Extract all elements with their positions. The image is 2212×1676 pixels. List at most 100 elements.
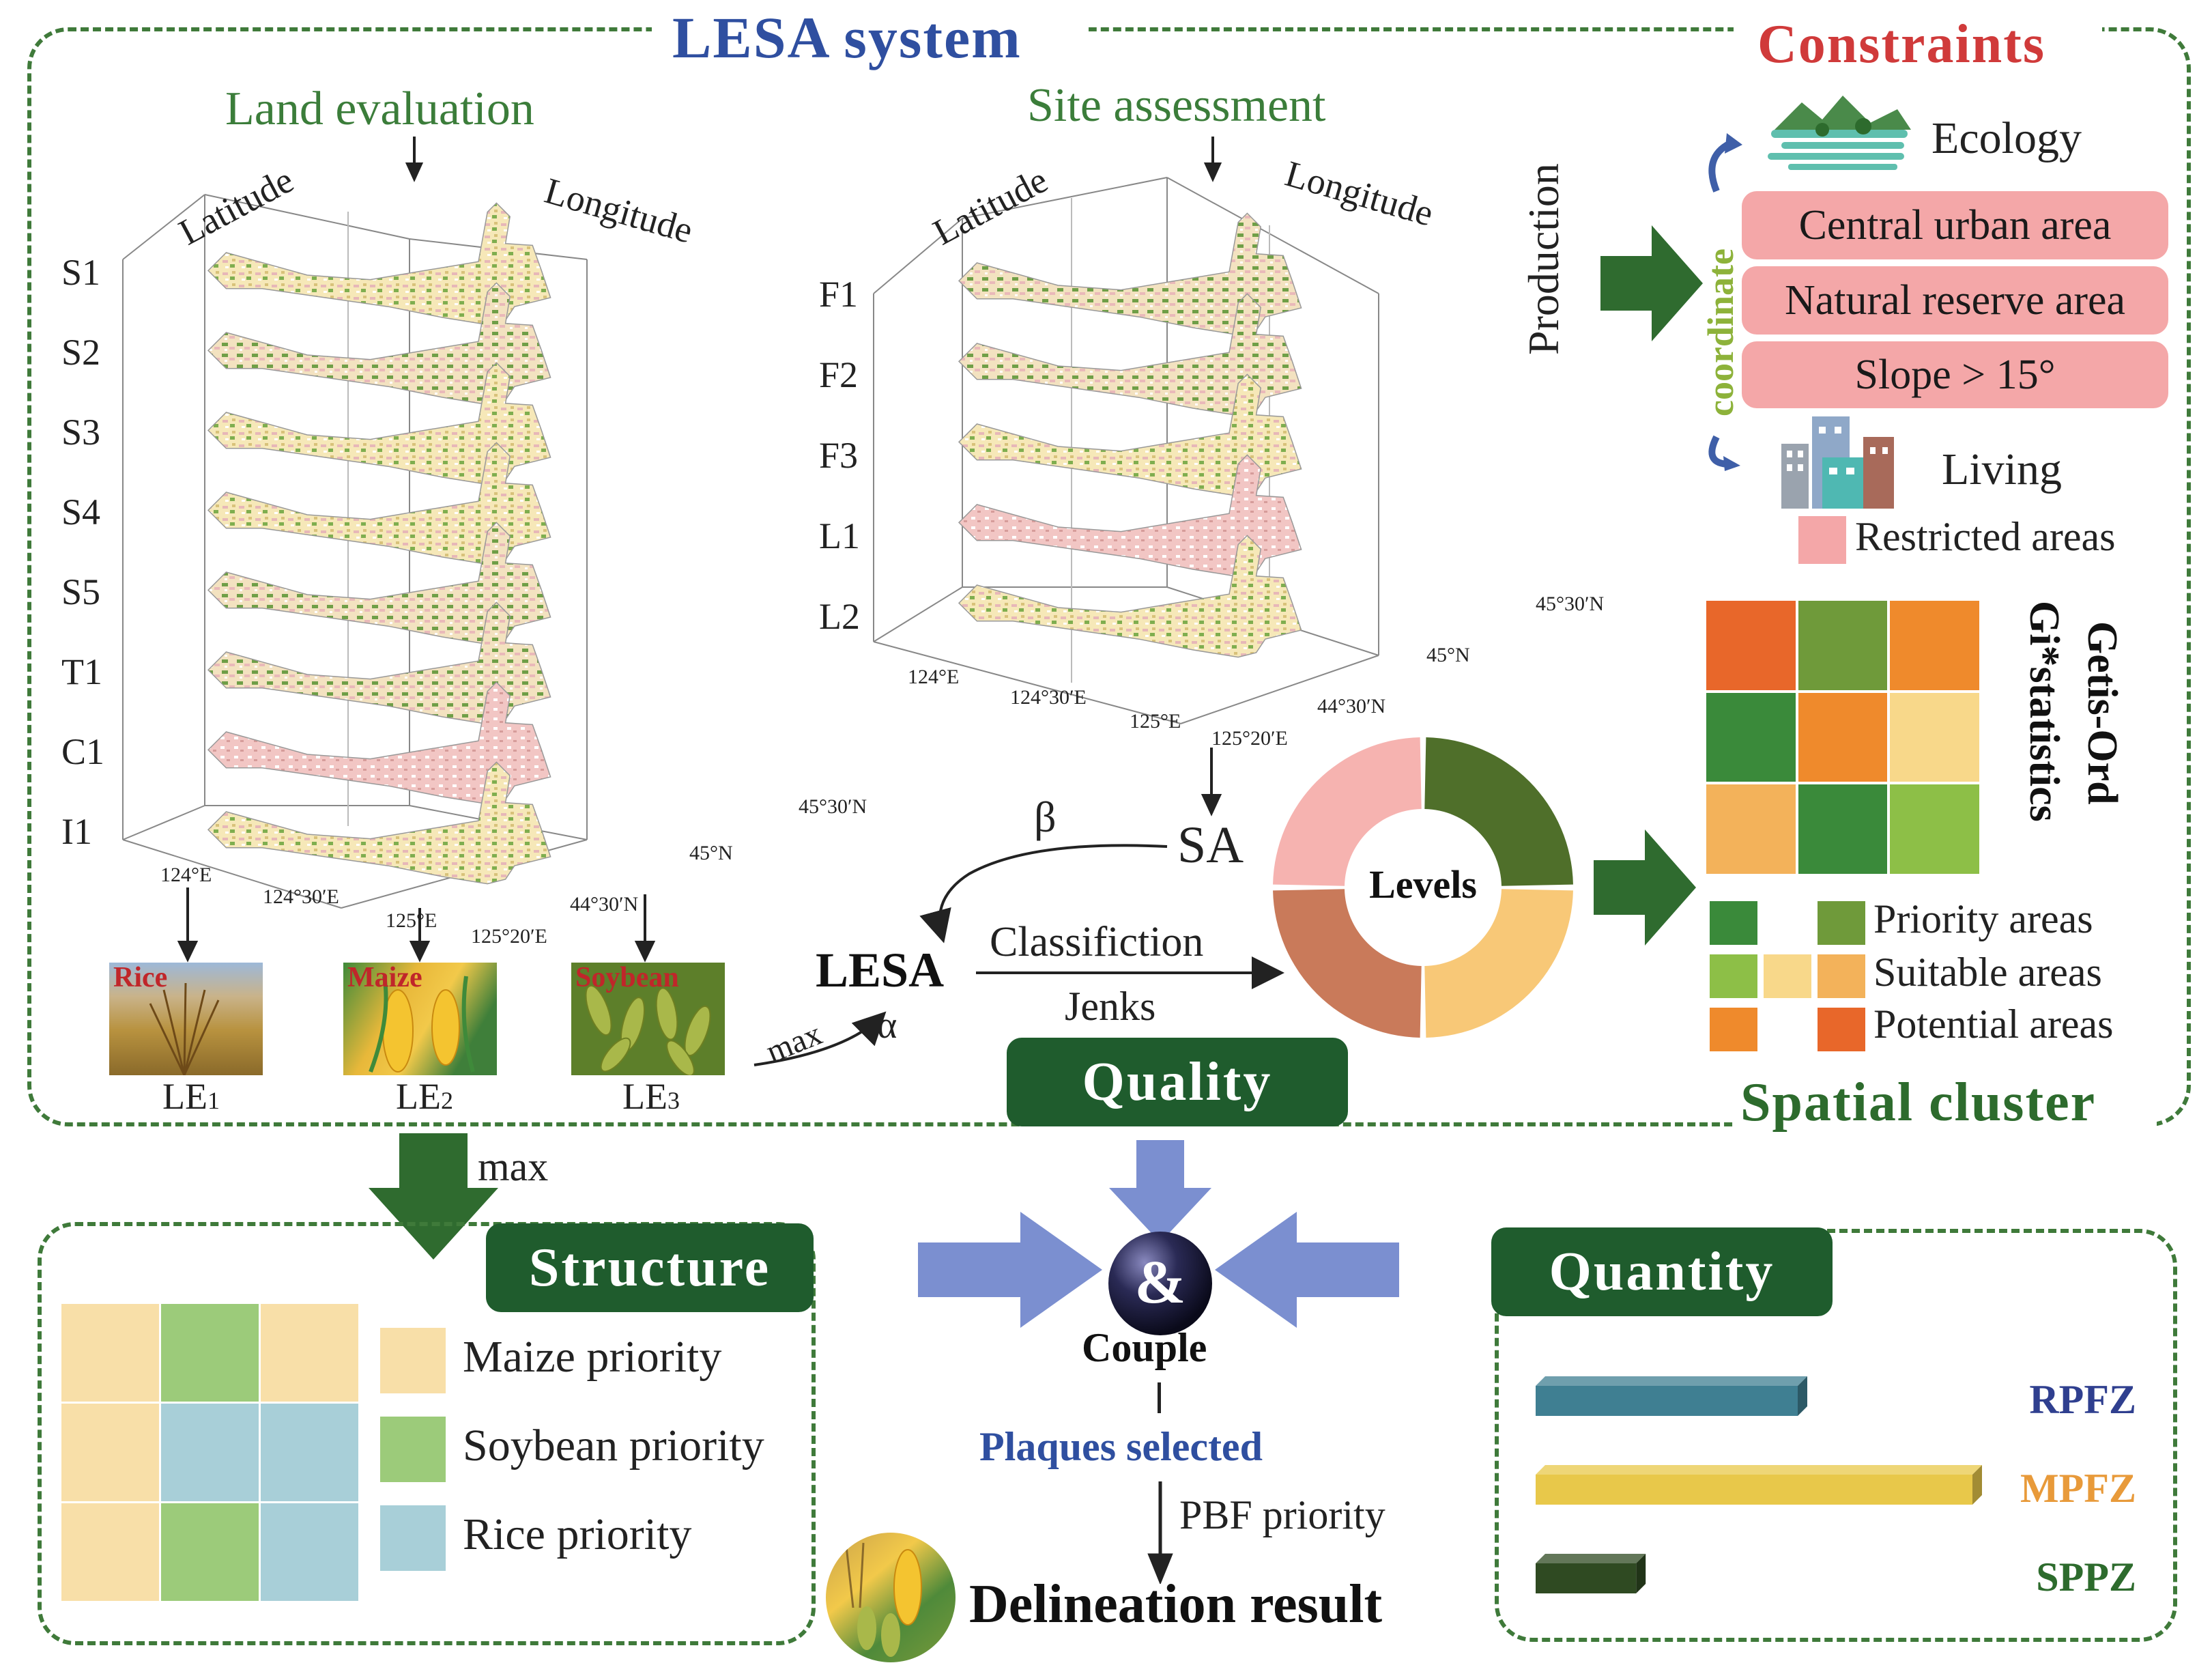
delineation-result-icon bbox=[826, 1533, 956, 1662]
living-label: Living bbox=[1942, 444, 2062, 494]
quantity-bar-top-rpfz bbox=[1536, 1376, 1807, 1386]
map-layer-s5 bbox=[207, 522, 551, 645]
constraints-title: Constraints bbox=[1757, 14, 2046, 74]
restricted-areas-swatch bbox=[1798, 516, 1846, 564]
map-layer-i1 bbox=[207, 761, 551, 885]
levels-segment-brown bbox=[1273, 889, 1422, 1038]
cluster-cell-8 bbox=[1890, 784, 1979, 874]
arrow-from-structure bbox=[918, 1212, 1102, 1328]
layer-label-t1: T1 bbox=[61, 651, 102, 692]
structure-cell-8 bbox=[261, 1503, 358, 1601]
layer-label-f1: F1 bbox=[819, 274, 859, 315]
quantity-frame bbox=[1495, 1229, 2177, 1642]
map-layer-c1 bbox=[207, 681, 551, 805]
cluster-cell-7 bbox=[1798, 784, 1888, 874]
quantity-pill: Quantity bbox=[1491, 1227, 1833, 1316]
site-assessment-heading: Site assessment bbox=[1027, 79, 1326, 132]
maize-image: Maize bbox=[343, 963, 497, 1075]
lesa-label: LESA bbox=[816, 943, 945, 997]
sa-longitude-label: Longitude bbox=[1281, 153, 1438, 234]
beta-label: β bbox=[1034, 793, 1057, 841]
cluster-cell-5 bbox=[1890, 692, 1979, 782]
quantity-bar-side-sppz bbox=[1636, 1554, 1646, 1593]
page-title: LESA system bbox=[672, 5, 1022, 70]
le3-label: LE3 bbox=[622, 1076, 680, 1117]
land-evaluation-stack: Latitude Longitude bbox=[122, 159, 698, 909]
structure-cell-3 bbox=[61, 1404, 159, 1501]
layer-label-c1: C1 bbox=[61, 731, 105, 772]
production-arrow-shape bbox=[1600, 225, 1703, 341]
map-layer-s3 bbox=[207, 362, 551, 485]
cluster-arrow-shape bbox=[1594, 829, 1696, 946]
map-layer-f2 bbox=[958, 293, 1302, 416]
pbf-priority-label: PBF priority bbox=[1179, 1492, 1385, 1537]
delineation-result-label: Delineation result bbox=[969, 1574, 1383, 1634]
sa-tick-lat-2: 44°30′N bbox=[1317, 695, 1386, 718]
spatial-cluster-label: Spatial cluster bbox=[1740, 1073, 2097, 1133]
layer-label-s3: S3 bbox=[61, 412, 101, 453]
production-arrow bbox=[1600, 225, 1703, 341]
constraints-backdrop bbox=[1734, 7, 2102, 72]
ecology-icon bbox=[1768, 96, 1911, 170]
coordinate-curl-arrows bbox=[1708, 133, 1742, 471]
soybean-image: Soybean bbox=[571, 963, 725, 1075]
layer-label-i1: I1 bbox=[61, 811, 92, 852]
map-layer-s2 bbox=[207, 282, 551, 406]
arrow-from-quantity bbox=[1215, 1212, 1399, 1328]
plaques-selected-label: Plaques selected bbox=[979, 1424, 1263, 1469]
map-layer-f3 bbox=[958, 373, 1302, 497]
structure-cell-6 bbox=[61, 1503, 159, 1601]
le-latitude-label: Latitude bbox=[172, 159, 300, 253]
layer-label-s5: S5 bbox=[61, 571, 101, 612]
le-tick-lon-3: 125°20′E bbox=[471, 925, 547, 948]
couple-connector bbox=[1158, 1382, 1161, 1413]
quality-pill: Quality bbox=[1007, 1038, 1348, 1126]
priority-swatch-b bbox=[1818, 901, 1865, 945]
suitable-swatch-c bbox=[1818, 954, 1865, 998]
structure-frame bbox=[38, 1222, 816, 1645]
rice-priority-label: Rice priority bbox=[463, 1509, 692, 1559]
levels-donut: Levels bbox=[1273, 737, 1573, 1038]
maize-priority-swatch bbox=[380, 1328, 446, 1393]
sa-tick-lon-1: 124°30′E bbox=[1010, 686, 1087, 709]
rice-label: Rice bbox=[113, 963, 168, 993]
potential-areas-label: Potential areas bbox=[1873, 1002, 2114, 1047]
priority-areas-label: Priority areas bbox=[1873, 896, 2093, 941]
levels-segment-light-orange bbox=[1424, 889, 1573, 1038]
maize-priority-label: Maize priority bbox=[463, 1332, 722, 1382]
potential-swatch-a bbox=[1710, 1008, 1757, 1051]
suitable-swatch-a bbox=[1710, 954, 1757, 998]
priority-swatch-a bbox=[1710, 901, 1757, 945]
soybean-pods-icon bbox=[585, 984, 711, 1075]
land-evaluation-heading: Land evaluation bbox=[225, 83, 534, 135]
structure-cell-1 bbox=[161, 1304, 259, 1402]
quantity-label-rpfz: RPFZ bbox=[2029, 1377, 2136, 1422]
max-label-bottom: max bbox=[478, 1144, 549, 1189]
spatial-cluster-backdrop bbox=[1734, 1079, 2157, 1140]
max-down-arrow bbox=[369, 1133, 498, 1260]
soybean-label: Soybean bbox=[575, 963, 679, 993]
layer-label-f3: F3 bbox=[819, 435, 859, 476]
pbf-down-arrow bbox=[1147, 1481, 1173, 1584]
structure-grid bbox=[61, 1304, 358, 1601]
living-icon bbox=[1781, 416, 1894, 509]
le-tick-lon-0: 124°E bbox=[160, 864, 212, 886]
le-tick-lon-2: 125°E bbox=[386, 909, 437, 932]
restriction-natural-reserve: Natural reserve area bbox=[1742, 266, 2168, 335]
cluster-cell-2 bbox=[1890, 601, 1979, 690]
restriction-central-urban: Central urban area bbox=[1742, 191, 2168, 259]
rice-priority-swatch bbox=[380, 1505, 446, 1571]
ecology-label: Ecology bbox=[1931, 113, 2082, 163]
sa-label: SA bbox=[1177, 816, 1244, 874]
soybean-priority-swatch bbox=[380, 1417, 446, 1482]
quantity-bar-rpfz bbox=[1536, 1386, 1798, 1416]
quantity-bar-top-mpfz bbox=[1536, 1465, 1982, 1475]
getis-ord-subtitle: Gi*statistics bbox=[2021, 601, 2067, 822]
restricted-areas-label: Restricted areas bbox=[1855, 514, 2116, 559]
title-backdrop bbox=[652, 7, 1089, 68]
sa-tick-lat-0: 45°30′N bbox=[1536, 593, 1605, 615]
sa-tick-lon-0: 124°E bbox=[908, 666, 960, 688]
map-layer-l2 bbox=[958, 535, 1302, 658]
le-tick-lat-1: 45°N bbox=[689, 842, 733, 864]
